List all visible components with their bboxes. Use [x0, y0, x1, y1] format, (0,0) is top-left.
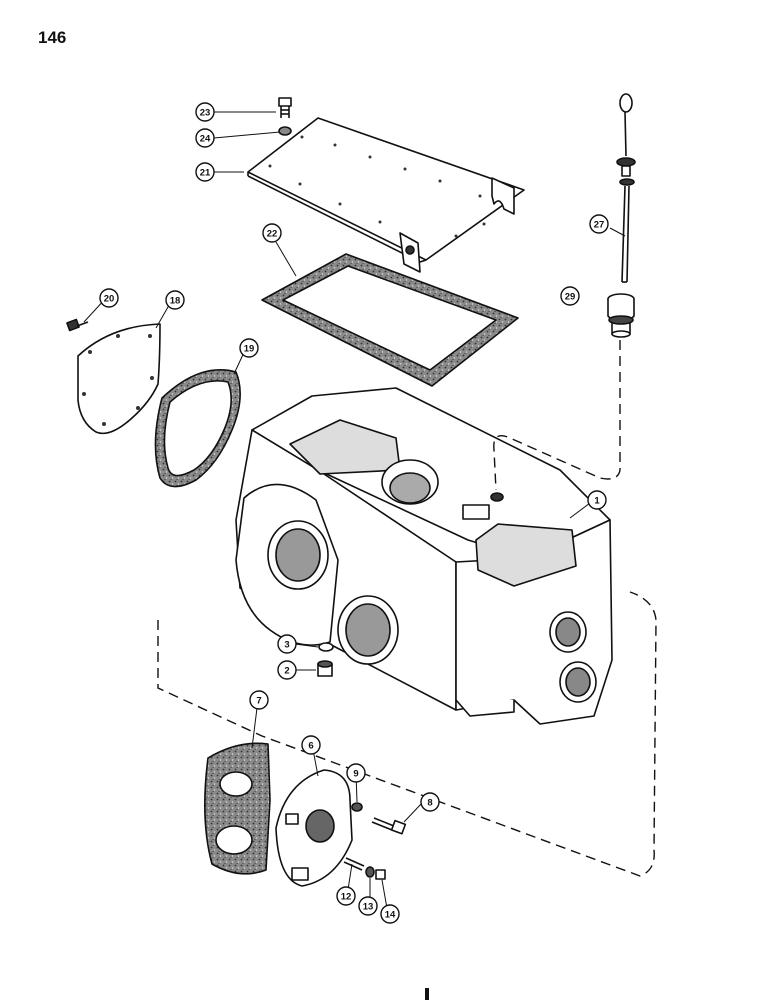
page-bottom-mark [425, 988, 429, 1000]
callout-23: 23 [195, 102, 215, 122]
gasket-7 [204, 742, 271, 875]
callout-3: 3 [277, 634, 297, 654]
svg-text:9: 9 [353, 769, 358, 780]
callout-13: 13 [358, 896, 378, 916]
callout-27: 27 [589, 214, 609, 234]
callout-1: 1 [587, 490, 607, 510]
callout-12: 12 [336, 886, 356, 906]
callout-2: 2 [277, 660, 297, 680]
cover-plate-21 [247, 117, 525, 273]
svg-text:14: 14 [385, 910, 396, 921]
svg-text:12: 12 [341, 892, 352, 903]
gasket-22 [261, 253, 519, 387]
side-cover-18 [77, 323, 161, 435]
washer-9 [351, 802, 363, 812]
washer-3 [318, 642, 334, 652]
page-number: 146 [38, 28, 67, 47]
cover-6 [275, 769, 353, 887]
bolt-8 [371, 817, 407, 835]
callout-29: 29 [560, 286, 580, 306]
svg-text:23: 23 [200, 108, 211, 119]
svg-text:22: 22 [267, 229, 278, 240]
callout-9: 9 [346, 763, 366, 783]
filler-tube-29 [607, 293, 635, 338]
svg-text:29: 29 [565, 292, 576, 303]
svg-text:27: 27 [594, 220, 605, 231]
callout-6: 6 [301, 735, 321, 755]
stud-12 [343, 857, 365, 871]
side-gasket-19 [154, 369, 241, 488]
svg-text:3: 3 [284, 640, 289, 651]
dipstick-27 [616, 93, 636, 283]
svg-text:7: 7 [256, 696, 261, 707]
callout-24: 24 [195, 128, 215, 148]
callout-19: 19 [239, 338, 259, 358]
svg-text:18: 18 [170, 296, 181, 307]
svg-text:13: 13 [363, 902, 374, 913]
callout-22: 22 [262, 223, 282, 243]
assembly-dashed-lines [157, 340, 657, 877]
callout-21: 21 [195, 162, 215, 182]
nut-14 [375, 869, 386, 880]
svg-text:1: 1 [594, 496, 600, 507]
callout-18: 18 [165, 290, 185, 310]
transmission-housing-1 [235, 387, 613, 725]
svg-text:24: 24 [200, 134, 211, 145]
washer-13 [365, 866, 375, 878]
svg-text:2: 2 [284, 666, 289, 677]
plug-2 [317, 660, 333, 677]
washer-24 [278, 126, 292, 136]
svg-text:6: 6 [308, 741, 313, 752]
svg-text:20: 20 [104, 294, 115, 305]
callout-7: 7 [249, 690, 269, 710]
svg-text:19: 19 [244, 344, 255, 355]
callout-14: 14 [380, 904, 400, 924]
svg-text:21: 21 [200, 168, 211, 179]
callout-8: 8 [420, 792, 440, 812]
screw-20 [66, 318, 89, 332]
callout-20: 20 [99, 288, 119, 308]
bolt-23 [278, 97, 292, 118]
svg-text:8: 8 [427, 798, 432, 809]
